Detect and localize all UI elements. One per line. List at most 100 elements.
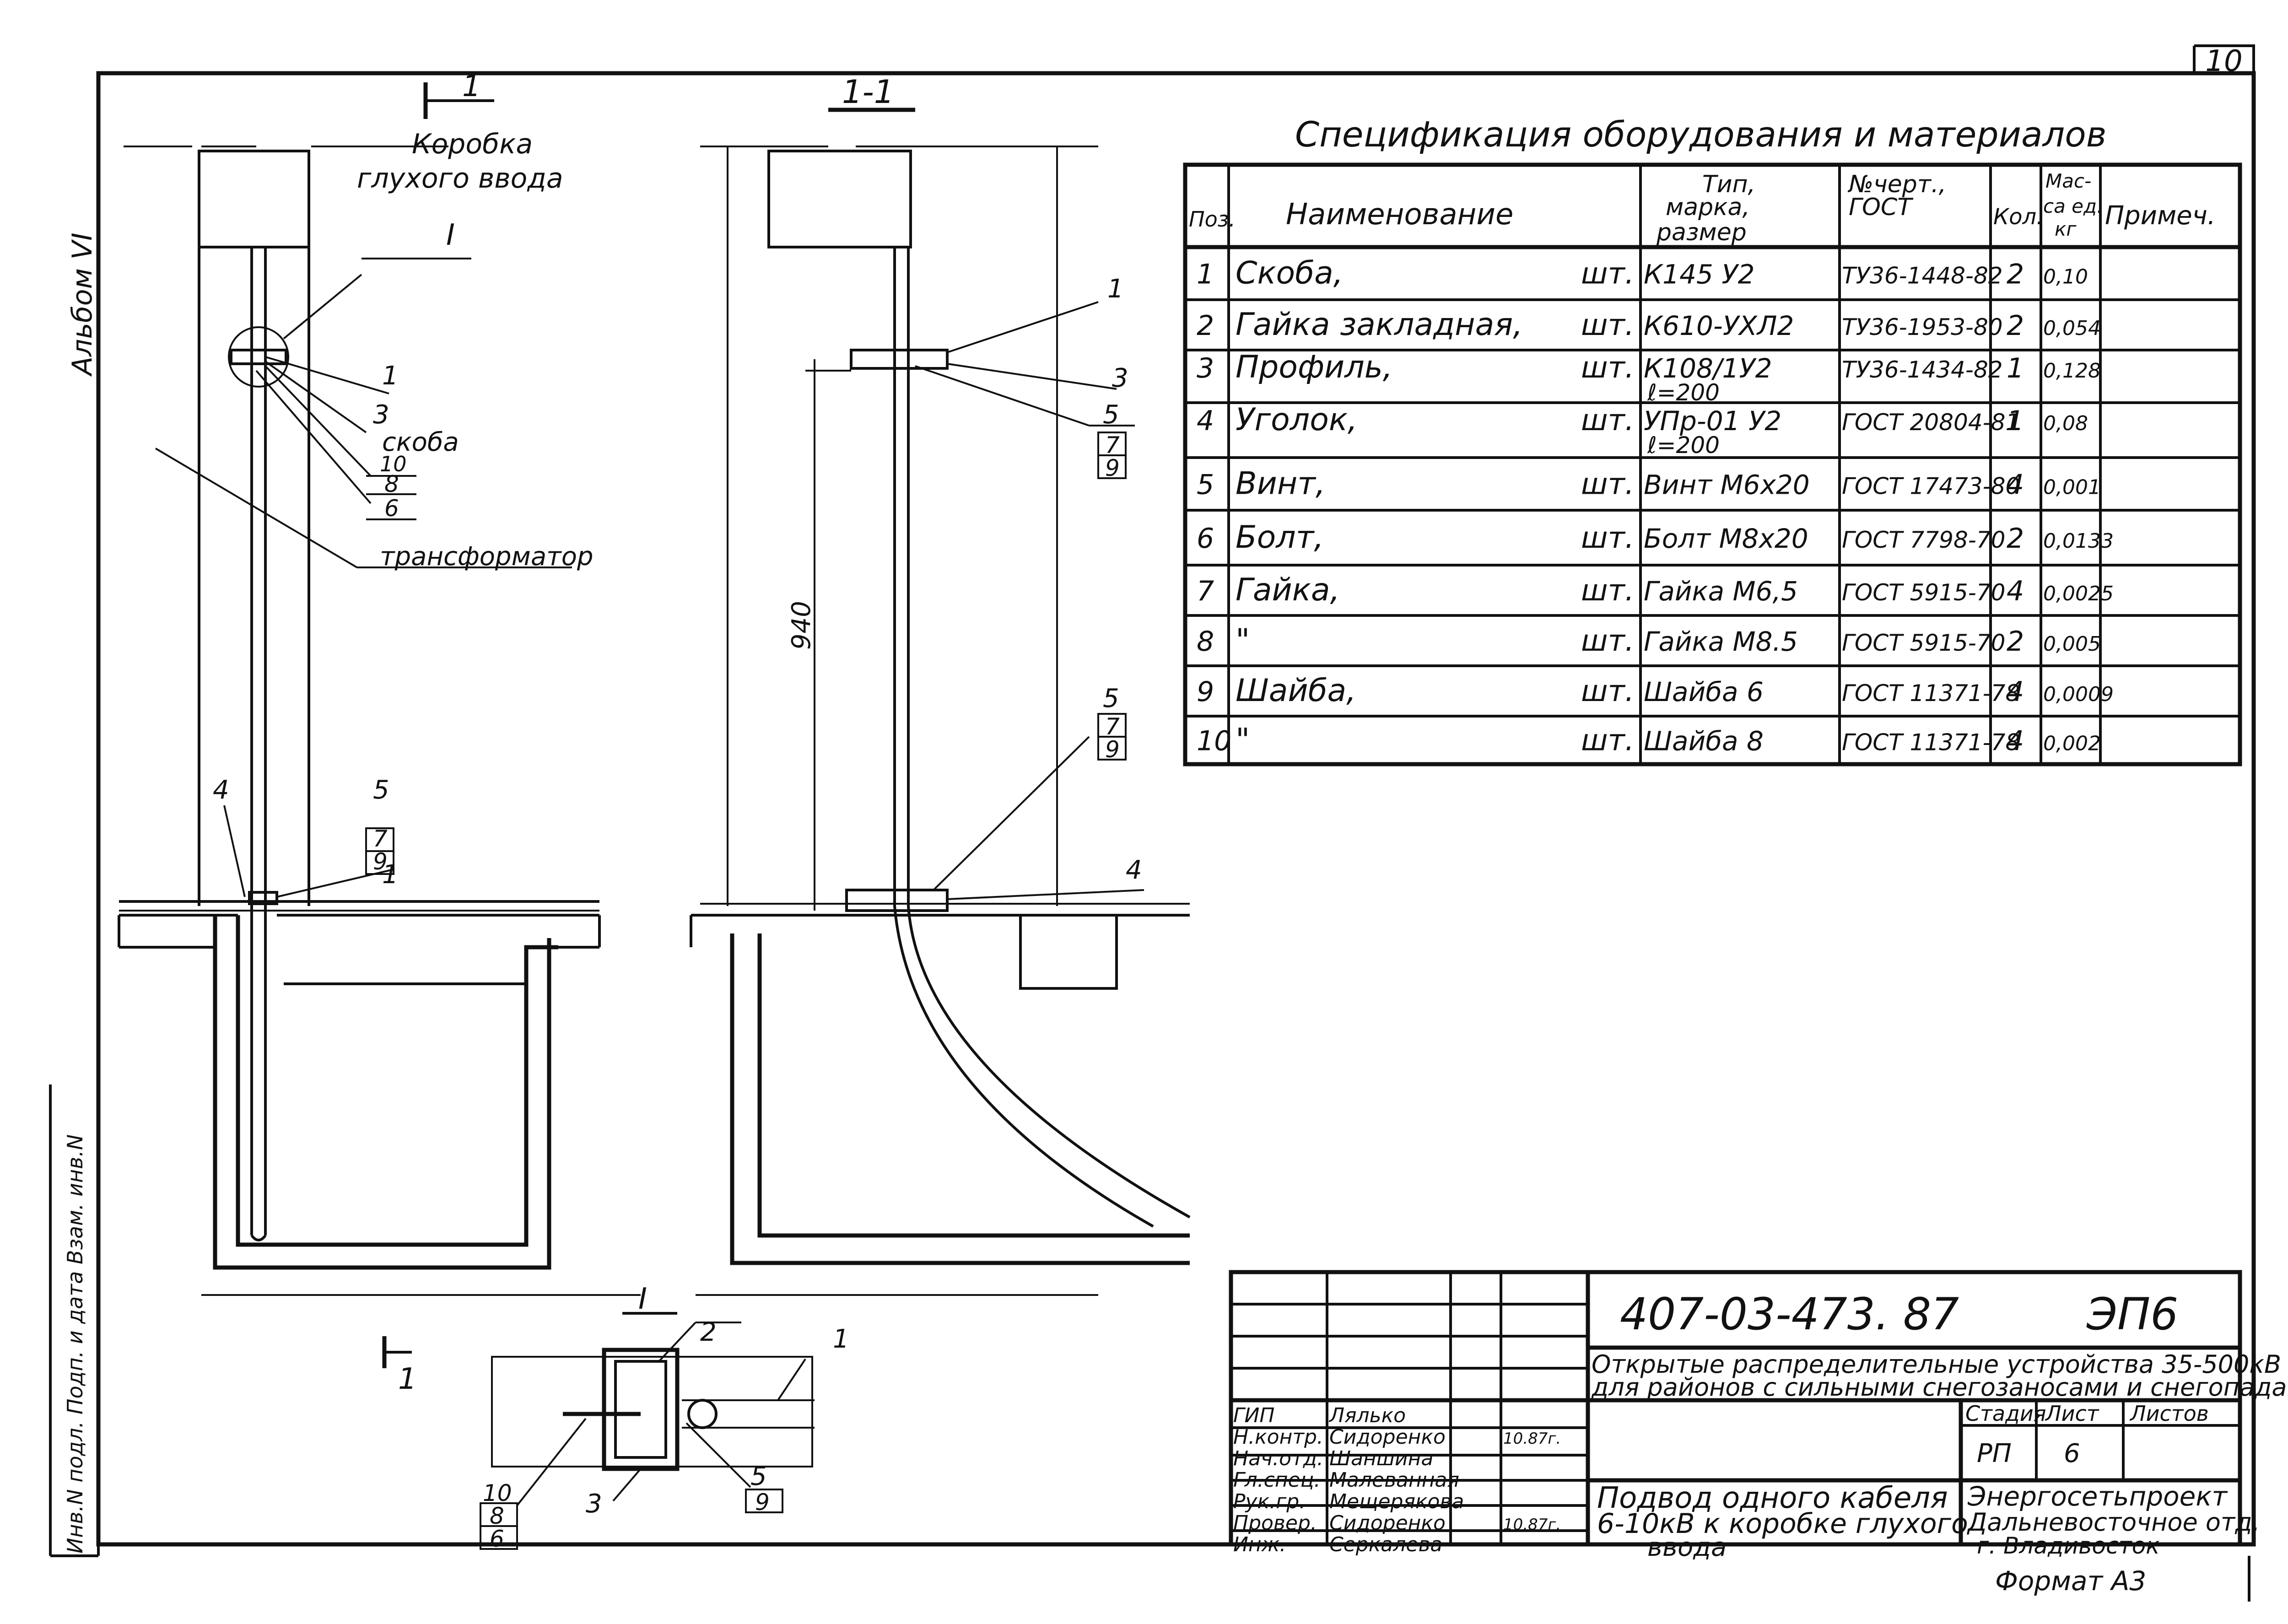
left-callout-3: 3 (373, 400, 389, 430)
section-callout-7: 7 (1105, 432, 1120, 459)
spec-doc: ГОСТ 17473-80 (1842, 473, 2020, 500)
spec-doc: ТУ36-1953-80 (1842, 314, 2003, 340)
spec-header-doc-l1: №черт., (1847, 171, 1946, 198)
section-title: 1-1 (842, 73, 894, 111)
spec-title: Спецификация оборудования и материалов (1295, 114, 2107, 155)
spec-pos: 1 (1197, 259, 1214, 291)
side-stamp (49, 1084, 100, 1557)
spec-mass: 0,001 (2043, 476, 2101, 499)
spec-qty: 1 (2007, 405, 2024, 437)
role-name: Мещерякова (1329, 1490, 1464, 1513)
spec-pos: 9 (1197, 676, 1214, 708)
left-elevation-view (118, 82, 641, 1296)
spec-qty: 2 (2007, 259, 2024, 291)
spec-header-type-l2: марка, (1666, 194, 1750, 221)
spec-type: Шайба 6 (1644, 676, 1764, 707)
role-title: Н.контр. (1233, 1425, 1323, 1449)
sheet-number: 10 (2205, 44, 2242, 78)
spec-qty: 2 (2007, 310, 2024, 342)
detail-callout-5: 5 (750, 1462, 767, 1491)
spec-header-doc-l2: ГОСТ (1849, 194, 1914, 221)
left-callout-1-bottom: 1 (382, 860, 399, 890)
spec-name: Шайба, (1236, 673, 1356, 709)
spec-mass: 0,054 (2043, 317, 2101, 340)
section-callout-4: 4 (1126, 855, 1142, 885)
spec-type: Шайба 8 (1644, 726, 1764, 757)
spec-doc: ТУ36-1448-82 (1842, 263, 2003, 289)
sheet-value: 6 (2064, 1439, 2080, 1468)
left-callout-8: 8 (384, 471, 399, 497)
spec-mass: 0,0025 (2043, 582, 2114, 605)
drawing-title-line3: ввода (1647, 1532, 1727, 1562)
section-callout-9: 9 (1105, 455, 1120, 481)
spec-name: Болт, (1236, 519, 1324, 556)
stage-header: Стадия (1965, 1401, 2046, 1426)
spec-pos: 2 (1197, 310, 1214, 342)
album-label: Альбом VI (66, 232, 98, 377)
spec-name: Скоба, (1236, 255, 1343, 291)
detail-view (382, 1312, 815, 1550)
spec-table-grid (1183, 162, 2242, 766)
section-mark-left: 1 (462, 70, 481, 103)
section-callout-5b: 5 (1103, 684, 1119, 713)
spec-name: " (1236, 622, 1250, 658)
spec-header-type-l1: Тип, (1702, 171, 1755, 198)
spec-unit: шт. (1581, 257, 1634, 291)
sheet-header: Лист (2045, 1401, 2099, 1426)
side-stamp-text: Инв.N подл. Подп. и дата Взам. инв.N (63, 1134, 87, 1554)
spec-unit: шт. (1581, 308, 1634, 342)
spec-pos: 5 (1197, 469, 1214, 501)
role-title: Рук.гр. (1233, 1490, 1306, 1513)
detail-section-mark: 1 (398, 1362, 417, 1396)
project-line2: для районов с сильными снегозаносами и с… (1591, 1373, 2288, 1402)
spec-doc: ТУ36-1434-82 (1842, 356, 2003, 383)
spec-type: Болт М8х20 (1644, 523, 1808, 554)
left-callout-6: 6 (384, 495, 399, 522)
transformer-label: трансформатор (380, 542, 594, 572)
spec-mass: 0,0009 (2043, 683, 2114, 706)
section-callout-1: 1 (1107, 274, 1124, 304)
role-date: 10.87г. (1503, 1430, 1561, 1448)
spec-unit: шт. (1581, 521, 1634, 555)
section-view (690, 108, 1191, 1296)
spec-row-lines (1185, 298, 2240, 718)
section-callout-7b: 7 (1105, 713, 1120, 740)
box-label-line1: Коробка (412, 128, 533, 160)
spec-qty: 2 (2007, 626, 2024, 658)
drawing-title-line2: 6-10кВ к коробке глухого (1597, 1508, 1968, 1540)
detail-callout-3: 3 (586, 1489, 602, 1519)
org-line2: Дальневосточное отд. (1967, 1508, 2260, 1537)
left-callout-9: 9 (373, 848, 388, 875)
spec-unit: шт. (1581, 624, 1634, 658)
spec-header-note: Примеч. (2105, 201, 2216, 231)
spec-qty: 4 (2007, 676, 2024, 708)
spec-qty: 4 (2007, 469, 2024, 501)
drawing-title-line1: Подвод одного кабеля (1597, 1481, 1948, 1515)
left-callout-4: 4 (213, 775, 229, 805)
sheet-code: ЭП6 (2086, 1289, 2178, 1340)
stage-value: РП (1977, 1439, 2012, 1468)
spec-qty: 1 (2007, 352, 2024, 384)
spec-header-type-l3: размер (1656, 219, 1747, 246)
sheet-frame (96, 44, 2256, 1602)
left-callout-7: 7 (373, 825, 388, 852)
spec-unit: шт. (1581, 574, 1634, 608)
org-line3: г. Владивосток (1977, 1532, 2160, 1559)
spec-pos: 4 (1197, 405, 1214, 437)
spec-doc: ГОСТ 11371-78 (1842, 680, 2020, 707)
role-name: Лялько (1328, 1404, 1406, 1427)
detail-callout-2: 2 (700, 1317, 717, 1347)
spec-pos: 10 (1197, 725, 1231, 757)
box-label-line2: глухого ввода (357, 162, 563, 194)
spec-qty: 4 (2007, 575, 2024, 607)
spec-qty: 4 (2007, 725, 2024, 757)
role-title: Инж. (1233, 1533, 1286, 1556)
detail-callout-6: 6 (490, 1526, 504, 1552)
section-callout-9b: 9 (1105, 736, 1120, 763)
spec-mass: 0,005 (2043, 632, 2101, 656)
spec-unit: шт. (1581, 351, 1634, 385)
spec-doc: ГОСТ 20804-81 (1842, 409, 2020, 436)
spec-pos: 8 (1197, 626, 1214, 658)
left-callout-5: 5 (373, 775, 389, 805)
